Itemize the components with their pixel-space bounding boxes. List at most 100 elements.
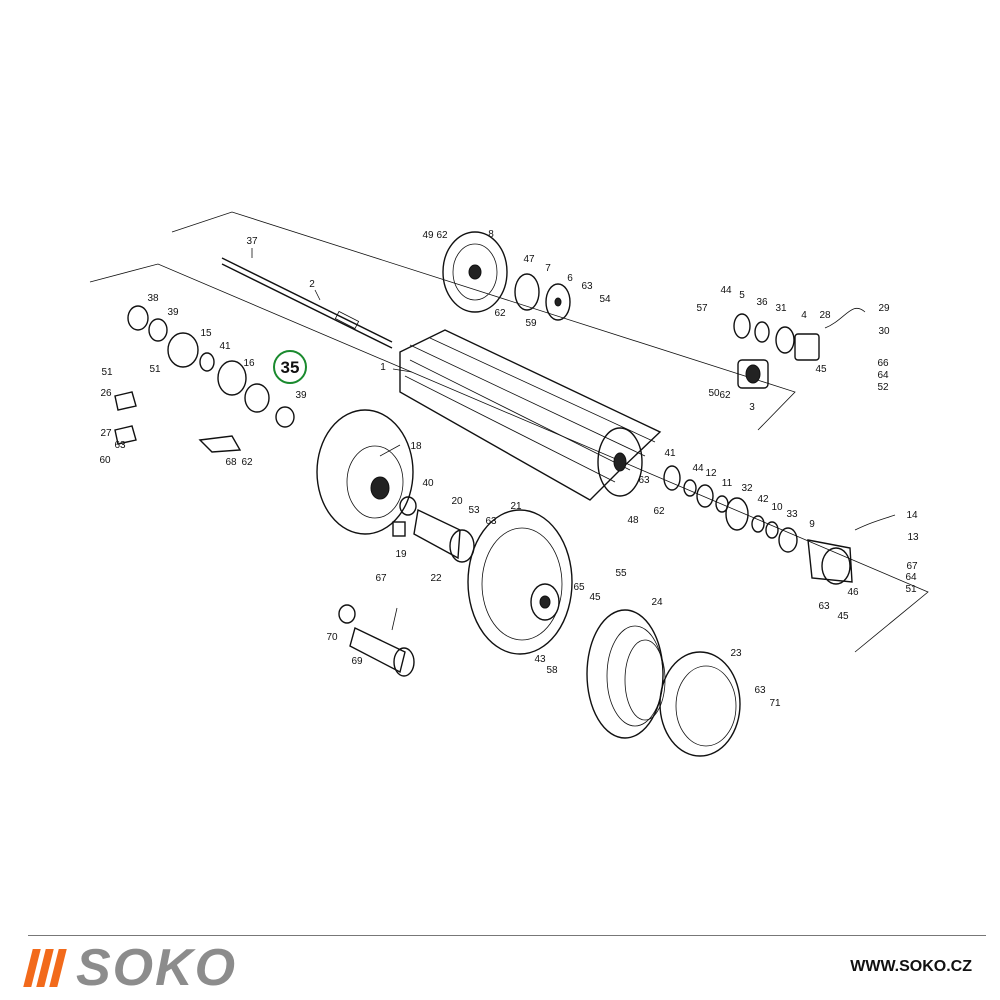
part-number-label: 52 bbox=[877, 382, 889, 393]
part-number-label: 63 bbox=[114, 440, 126, 451]
part-number-label: 45 bbox=[589, 592, 601, 603]
part-number-label: 28 bbox=[819, 310, 831, 321]
ring-36 bbox=[754, 321, 770, 343]
part-number-label: 69 bbox=[351, 656, 363, 667]
part-number-label: 39 bbox=[167, 307, 179, 318]
part-number-label: 46 bbox=[847, 587, 859, 598]
part-number-label: 67 bbox=[375, 573, 387, 584]
part-number-label: 44 bbox=[720, 285, 732, 296]
part-number-label: 68 bbox=[225, 457, 237, 468]
part-number-label: 53 bbox=[468, 505, 480, 516]
part-number-label: 7 bbox=[545, 263, 551, 274]
part-number-label: 45 bbox=[815, 364, 827, 375]
part-number-label: 14 bbox=[906, 510, 918, 521]
part-number-label: 9 bbox=[809, 519, 815, 530]
part-number-label: 26 bbox=[100, 388, 112, 399]
disc-18 bbox=[316, 409, 414, 535]
part-number-label: 13 bbox=[907, 532, 919, 543]
part-number-label: 63 bbox=[638, 475, 650, 486]
part-number-label: 41 bbox=[219, 341, 231, 352]
part-number-label: 18 bbox=[410, 441, 422, 452]
rim-23 bbox=[659, 651, 741, 757]
ring-10 bbox=[765, 521, 779, 539]
seal-5 bbox=[733, 313, 751, 339]
part-number-label: 12 bbox=[705, 468, 717, 479]
part-number-label: 48 bbox=[627, 515, 639, 526]
highlighted-part-callout[interactable]: 35 bbox=[273, 350, 307, 384]
part-number-label: 6 bbox=[567, 273, 573, 284]
part-number-label: 66 bbox=[877, 358, 889, 369]
part-number-label: 65 bbox=[573, 582, 585, 593]
part-number-label: 24 bbox=[651, 597, 663, 608]
seal-12 bbox=[696, 484, 714, 508]
part-number-label: 39 bbox=[295, 390, 307, 401]
part-number-label: 21 bbox=[510, 501, 522, 512]
part-number-label: 16 bbox=[243, 358, 255, 369]
part-number-label: 63 bbox=[581, 281, 593, 292]
part-number-label: 62 bbox=[719, 390, 731, 401]
ring-70 bbox=[338, 604, 356, 624]
part-number-label: 23 bbox=[730, 648, 742, 659]
disc-6 bbox=[545, 283, 571, 321]
ring-41b bbox=[751, 515, 765, 533]
bracket-26 bbox=[114, 391, 137, 411]
part-number-label: 62 bbox=[494, 308, 506, 319]
part-number-label: 43 bbox=[534, 654, 546, 665]
part-number-label: 36 bbox=[756, 297, 768, 308]
part-number-label: 10 bbox=[771, 502, 783, 513]
part-number-label: 54 bbox=[599, 294, 611, 305]
hub-7 bbox=[514, 273, 540, 311]
bearing-16 bbox=[217, 360, 247, 396]
ring-39 bbox=[275, 406, 295, 428]
ring-34 bbox=[148, 318, 168, 342]
part-number-label: 42 bbox=[757, 494, 769, 505]
ring-41 bbox=[663, 465, 681, 491]
bracket-27 bbox=[114, 425, 137, 445]
lower-assembly-frame bbox=[89, 263, 929, 653]
part-number-label: 1 bbox=[380, 362, 386, 373]
axle-pin-69 bbox=[349, 627, 415, 677]
part-number-label: 4 bbox=[801, 310, 807, 321]
website-link[interactable]: WWW.SOKO.CZ bbox=[850, 958, 972, 975]
part-number-label: 11 bbox=[722, 478, 733, 489]
grease-line-29 bbox=[824, 307, 866, 329]
rotor-drum bbox=[399, 329, 662, 501]
part-number-label: 37 bbox=[246, 236, 258, 247]
part-number-label: 41 bbox=[664, 448, 676, 459]
stub-shaft-20 bbox=[413, 508, 475, 563]
part-number-label: 20 bbox=[451, 496, 463, 507]
part-number-label: 2 bbox=[309, 279, 315, 290]
part-number-label: 64 bbox=[877, 370, 889, 381]
part-number-label: 30 bbox=[878, 326, 890, 337]
flange-4 bbox=[794, 333, 820, 361]
part-number-label: 49 bbox=[422, 230, 434, 241]
main-shaft bbox=[221, 257, 393, 349]
part-number-label: 31 bbox=[775, 303, 787, 314]
bushing-19 bbox=[392, 521, 406, 537]
ring-43 bbox=[683, 479, 697, 497]
ring-38 bbox=[127, 305, 149, 331]
part-number-label: 29 bbox=[878, 303, 890, 314]
bearing-housing-9 bbox=[807, 539, 853, 585]
part-number-label: 58 bbox=[546, 665, 558, 676]
part-number-label: 33 bbox=[786, 509, 798, 520]
ring-40 bbox=[199, 352, 215, 372]
brand-name: SOKO bbox=[76, 939, 238, 997]
part-number-label: 3 bbox=[749, 402, 755, 413]
leader-lines bbox=[251, 248, 413, 631]
part-number-label: 51 bbox=[101, 367, 113, 378]
upper-assembly-frame bbox=[171, 211, 796, 431]
part-number-label: 62 bbox=[241, 457, 253, 468]
part-number-label: 64 bbox=[905, 572, 917, 583]
part-number-label: 32 bbox=[741, 483, 753, 494]
part-number-label: 8 bbox=[488, 229, 494, 240]
part-number-label: 55 bbox=[615, 568, 627, 579]
tire-24 bbox=[586, 609, 666, 739]
soko-logo[interactable]: SOKO bbox=[23, 939, 238, 997]
part-number-label: 47 bbox=[523, 254, 535, 265]
part-number-label: 63 bbox=[485, 516, 497, 527]
part-number-label: 71 bbox=[769, 698, 781, 709]
footer-divider bbox=[28, 935, 986, 936]
